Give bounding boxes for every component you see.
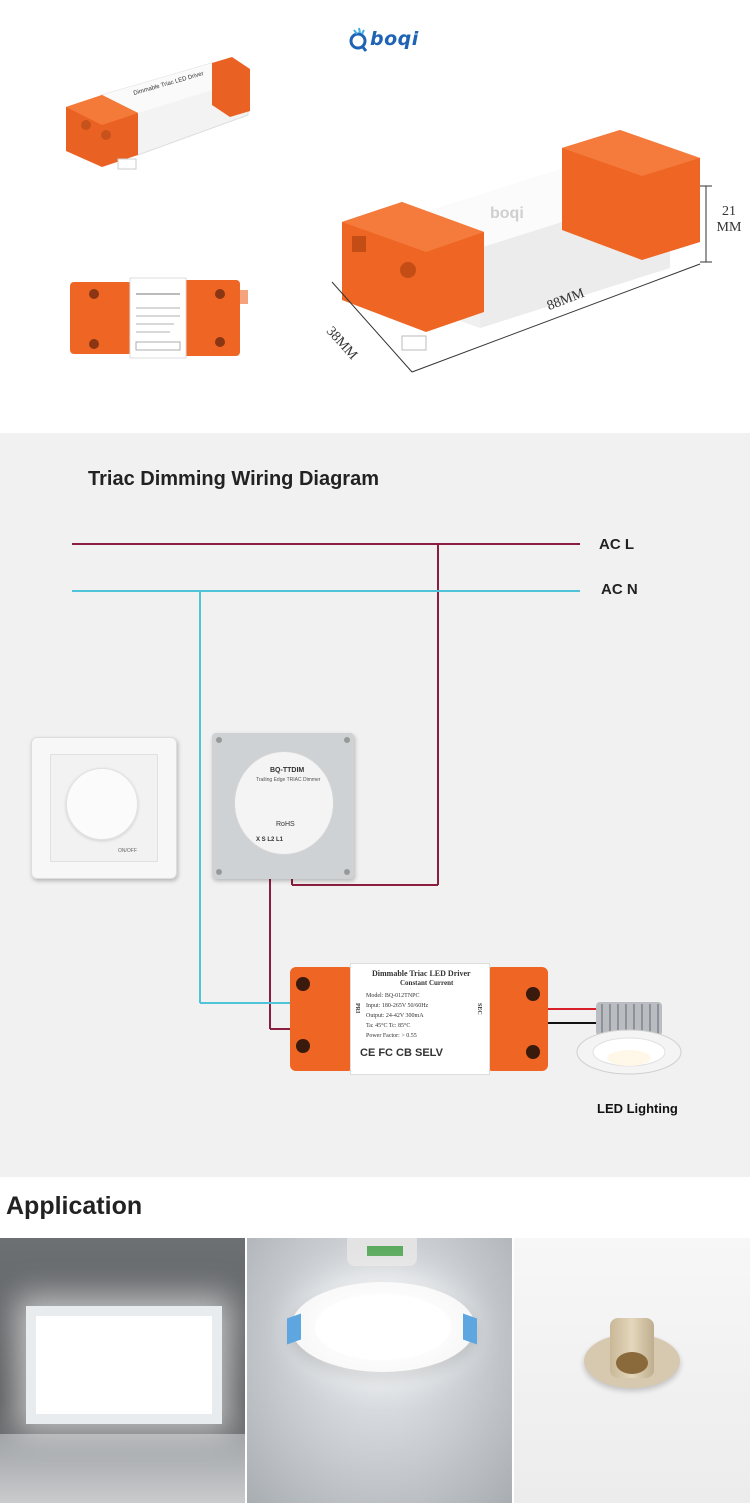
led-driver: Dimmable Triac LED Driver Constant Curre… [290, 963, 548, 1075]
driver-pri: PRI [354, 1003, 360, 1014]
driver-current: Constant Current [400, 979, 454, 987]
screw-terminal-icon [526, 987, 540, 1001]
dimmer-model: BQ-TTDIM [270, 767, 305, 774]
brand-logo: boqi [348, 26, 428, 54]
diagram-title: Triac Dimming Wiring Diagram [88, 468, 379, 490]
led-downlight-image [576, 1002, 682, 1075]
dimmer-knob-icon [66, 768, 138, 840]
application-mini-spotlight-photo [514, 1238, 750, 1503]
screw-terminal-icon [526, 1045, 540, 1059]
body-watermark-logo: boqi [490, 205, 524, 222]
driver-dimension-drawing: boqi [331, 130, 712, 373]
dimension-height-value: 21 [722, 204, 736, 219]
driver-product-photo-top [70, 277, 248, 359]
application-panel-light-photo [0, 1238, 245, 1503]
dimmer-subtitle: Trailing Edge TRIAC Dimmer [256, 777, 321, 783]
driver-model: Model: BQ-012TNPC [366, 993, 420, 999]
ac-n-label: AC N [601, 581, 638, 598]
led-lighting-label: LED Lighting [597, 1101, 678, 1116]
driver-output: Output: 24-42V 300mA [366, 1013, 424, 1019]
dimmer-front-plate: ON/OFF [31, 737, 177, 879]
driver-pf: Power Factor: > 0.55 [366, 1033, 417, 1039]
dimmer-terminals: X S L2 L1 [256, 837, 284, 843]
screw-terminal-icon [296, 977, 310, 991]
driver-input: Input: 180-265V 50/60Hz [366, 1003, 429, 1009]
driver-sec: SEC [476, 1003, 482, 1015]
driver-cert-marks: CE FC CB SELV [360, 1047, 443, 1059]
driver-title: Dimmable Triac LED Driver [372, 969, 471, 978]
driver-product-photo-angle: Dimmable Triac LED Driver [66, 57, 250, 170]
dimension-height-unit: MM [716, 220, 742, 235]
logo-text: boqi [370, 28, 419, 50]
dimmer-back-module: BQ-TTDIM Trailing Edge TRIAC Dimmer RoHS… [212, 733, 354, 879]
dimension-height-label: 21 MM [713, 204, 745, 236]
application-downlight-photo [247, 1238, 512, 1503]
dimmer-front-label: ON/OFF [118, 848, 137, 854]
dimmer-rohs: RoHS [276, 821, 295, 828]
screw-terminal-icon [296, 1039, 310, 1053]
application-title: Application [6, 1192, 143, 1220]
driver-temp: Ta: 45°C Tc: 85°C [366, 1023, 411, 1029]
ac-l-label: AC L [599, 536, 634, 553]
logo-mark-icon [349, 27, 368, 52]
